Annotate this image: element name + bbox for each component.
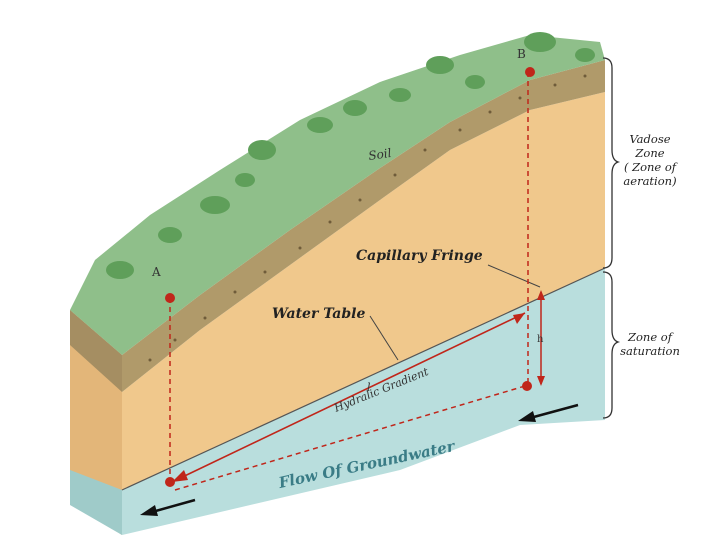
vadose-line-2: Zone [614,146,686,160]
saturation-line-2: saturation [610,344,690,358]
vadose-line-1: Vadose [614,132,686,146]
point-a-bottom-marker [165,477,175,487]
point-a-label: A [151,265,161,279]
capillary-fringe-label: Capillary Fringe [356,248,483,264]
vadose-zone-label: Vadose Zone ( Zone of aeration) [614,132,686,188]
point-b-bottom-marker [522,381,532,391]
point-b-marker [525,67,535,77]
saturation-zone-label: Zone of saturation [610,330,690,358]
vadose-line-3: ( Zone of [614,160,686,174]
water-table-label: Water Table [272,306,365,322]
h-marker-label: h [537,334,544,345]
point-a-marker [165,293,175,303]
point-b-label: B [517,47,526,61]
saturation-line-1: Zone of [610,330,690,344]
vadose-line-4: aeration) [614,174,686,188]
